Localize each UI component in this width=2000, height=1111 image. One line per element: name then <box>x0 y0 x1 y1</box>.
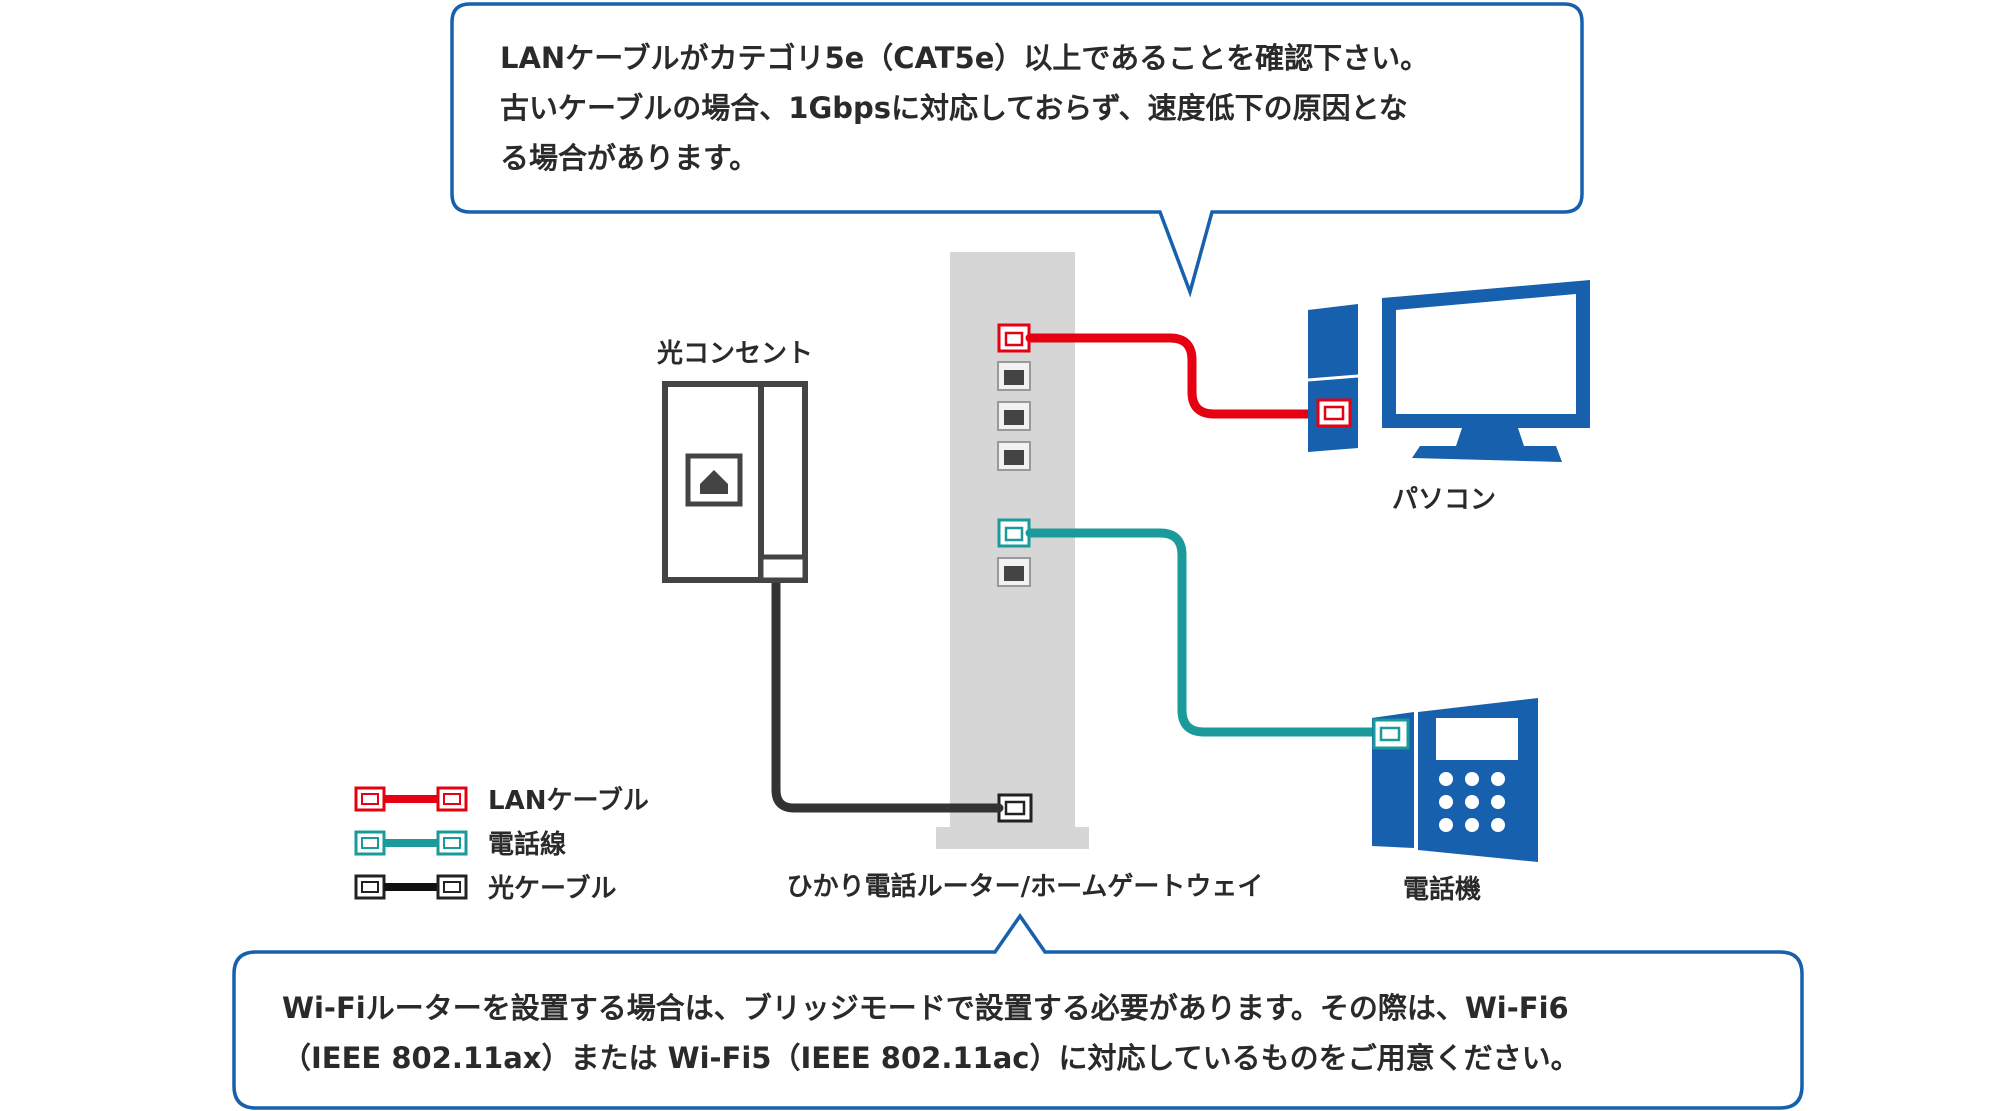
optical-outlet <box>662 381 808 583</box>
legend-item-optical: 光ケーブル <box>354 873 616 904</box>
top-note-line-1: LANケーブルがカテゴリ5e（CAT5e）以上であることを確認下さい。 <box>500 41 1429 75</box>
router-tel-port-1 <box>997 518 1031 548</box>
phone-keypad <box>1439 772 1505 832</box>
router-lan-port-4 <box>997 441 1031 471</box>
legend-item-phone-line: 電話線 <box>354 829 566 860</box>
router-lan-port-1 <box>997 323 1031 353</box>
legend-label-phone-line: 電話線 <box>488 829 566 860</box>
lan-cable <box>1025 333 1327 419</box>
router-lan-port-3 <box>997 401 1031 431</box>
legend-label-lan: LANケーブル <box>488 785 649 816</box>
top-note-line-3: る場合があります。 <box>500 141 758 175</box>
phone-line-port <box>1372 718 1410 750</box>
router-tel-ports <box>997 518 1031 587</box>
phone-device <box>1372 698 1538 862</box>
phone-label: 電話機 <box>1403 874 1481 905</box>
optical-outlet-label: 光コンセント <box>656 339 813 369</box>
legend: LANケーブル 電話線 光ケーブル <box>354 785 649 904</box>
optical-cable <box>771 565 1004 813</box>
bottom-note-line-1: Wi-Fiルーターを設置する場合は、ブリッジモードで設置する必要があります。その… <box>282 991 1569 1025</box>
bottom-note-bubble: Wi-Fiルーターを設置する場合は、ブリッジモードで設置する必要があります。その… <box>232 912 1804 1110</box>
legend-item-lan: LANケーブル <box>354 785 649 816</box>
pc-label: パソコン <box>1392 485 1496 515</box>
router-optical-port <box>997 793 1033 823</box>
pc-lan-port <box>1316 398 1352 428</box>
bottom-note-line-2: （IEEE 802.11ax）または Wi-Fi5（IEEE 802.11ac）… <box>282 1041 1580 1075</box>
top-note-bubble: LANケーブルがカテゴリ5e（CAT5e）以上であることを確認下さい。 古いケー… <box>450 2 1584 298</box>
legend-label-optical: 光ケーブル <box>487 873 616 904</box>
router-label: ひかり電話ルーター/ホームゲートウェイ <box>787 871 1264 902</box>
pc-device <box>1307 280 1590 462</box>
phone-cable <box>1025 528 1377 737</box>
router-lan-ports <box>997 323 1031 471</box>
router-tel-port-2 <box>997 557 1031 587</box>
router-lan-port-2 <box>997 361 1031 391</box>
top-note-line-2: 古いケーブルの場合、1Gbpsに対応しておらず、速度低下の原因とな <box>500 91 1408 125</box>
